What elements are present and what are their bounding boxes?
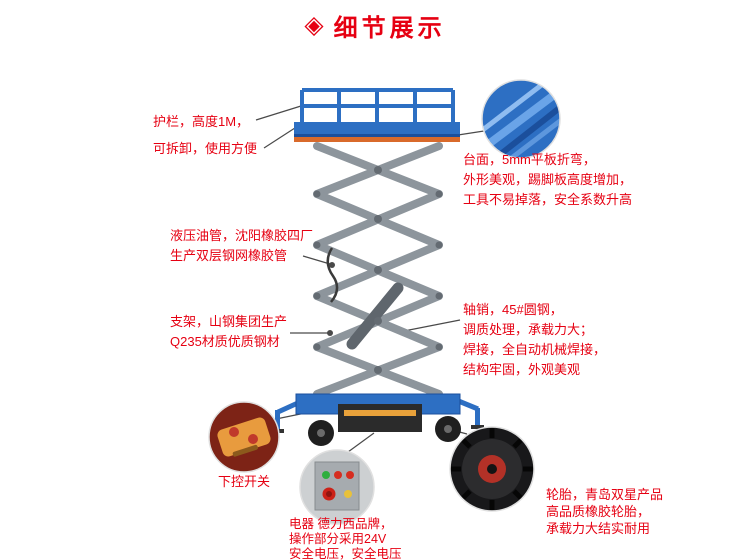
outrigger-left-jack (275, 410, 280, 430)
remote-control-photo (208, 401, 280, 473)
platform-detail-photo (481, 79, 561, 159)
title-text: 细节展示 (333, 15, 446, 42)
control-panel-photo (299, 449, 375, 525)
scissor-lift (271, 88, 484, 446)
platform-deck (294, 122, 460, 134)
scissor-pivots (313, 166, 443, 374)
callout-platform-surface: 台面，5mm平板折弯， 外形美观，踢脚板高度增加， 工具不易掉落，安全系数升高 (463, 152, 633, 207)
outrigger-right-foot (471, 425, 484, 429)
callout-support-frame: 支架，山钢集团生产 Q235材质优质钢材 (170, 314, 288, 349)
platform-kickplate (294, 137, 460, 142)
tire-photo (449, 426, 535, 512)
page-title: ◈ 细节展示 (0, 8, 750, 43)
outrigger-right-jack (475, 408, 480, 426)
wheel-right-hub (444, 425, 452, 433)
control-box-stripe (344, 410, 416, 416)
hydraulic-hose (326, 247, 339, 303)
callout-guardrail: 护栏，高度1M， 可拆卸，使用方便 (153, 114, 258, 156)
tire-treads (451, 428, 533, 510)
callout-electric: 电器 德力西品牌， 操作部分采用24V 安全电压，安全电压 (289, 517, 402, 560)
platform-deck-edge (294, 134, 460, 137)
hydraulic-cylinder (346, 282, 404, 350)
control-box (338, 404, 422, 432)
diamond-icon: ◈ (304, 11, 324, 39)
callout-tire: 轮胎，青岛双星产品 高品质橡胶轮胎， 承载力大结实耐用 (546, 487, 664, 536)
wheel-left-hub (317, 429, 325, 437)
callout-hydraulic-hose: 液压油管，沈阳橡胶四厂 生产双层钢网橡胶管 (170, 228, 314, 263)
platform-railing (300, 88, 455, 124)
callout-axle-pin: 轴销，45#圆钢， 调质处理，承载力大； 焊接，全自动机械焊接， 结构牢固，外观… (463, 302, 607, 377)
callout-lower-control: 下控开关 (217, 474, 270, 489)
base-assembly (271, 393, 484, 446)
